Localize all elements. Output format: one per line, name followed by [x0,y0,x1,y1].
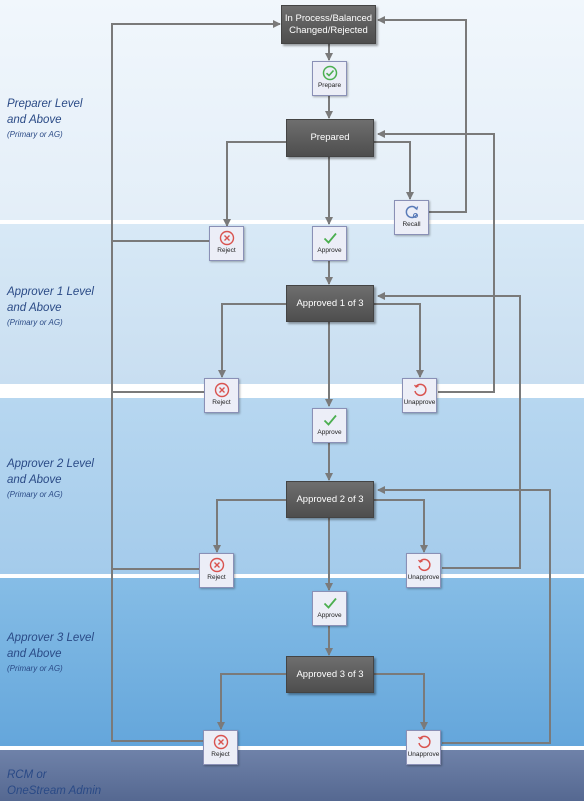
check-icon [323,232,337,244]
band-title: Approver 2 Level and Above [7,458,94,486]
connector [217,673,286,730]
reject-icon [219,230,234,246]
band-label-approver3: Approver 3 Level and Above (Primary or A… [7,630,94,673]
action-label: Prepare [317,82,342,89]
connector [218,303,286,378]
state-prepared: Prepared [286,119,374,157]
band-label-preparer: Preparer Level and Above (Primary or AG) [7,96,82,139]
connector [213,499,286,553]
band-title: Approver 1 Level and Above [7,286,94,314]
action-label: Recall [402,221,421,228]
unapprove-action-approver1[interactable]: Unapprove [402,378,437,413]
band-subtitle: (Primary or AG) [7,664,63,673]
band-title: Preparer Level and Above [7,98,83,126]
reject-icon [213,734,228,750]
connector [372,499,428,553]
recall-action[interactable]: Recall [394,200,429,235]
band-subtitle: (Primary or AG) [7,130,63,139]
unapprove-icon [413,383,427,397]
state-approved-2-of-3: Approved 2 of 3 [286,481,374,518]
reject-action-approver3[interactable]: Reject [203,730,238,765]
unapprove-icon [417,558,431,572]
reject-icon [214,382,229,398]
recall-icon [405,205,418,219]
band-title: Approver 3 Level and Above [7,632,94,660]
state-approved-3-of-3: Approved 3 of 3 [286,656,374,693]
reject-action-approver1[interactable]: Reject [204,378,239,413]
check-circle-icon [322,65,337,81]
connector [111,20,281,742]
connector [377,292,521,569]
band-label-approver1: Approver 1 Level and Above (Primary or A… [7,284,94,327]
approve-action-2[interactable]: Approve [312,408,347,443]
action-label: Approve [317,429,342,436]
action-label: Unapprove [407,574,440,581]
band-title: RCM or OneStream Admin [7,769,102,797]
band-subtitle: (Primary or AG) [7,490,63,499]
connector [377,16,467,213]
action-label: Reject [212,399,231,406]
connector [372,141,414,200]
action-label: Reject [217,247,236,254]
band-label-admin: RCM or OneStream Admin [7,767,101,799]
reject-action-preparer[interactable]: Reject [209,226,244,261]
band-label-approver2: Approver 2 Level and Above (Primary or A… [7,456,94,499]
connector [372,673,428,730]
unapprove-icon [417,735,431,749]
state-in-process: In Process/Balanced Changed/Rejected [281,5,376,44]
check-icon [323,414,337,426]
band-admin [0,750,584,801]
connector [372,303,424,378]
reject-action-approver2[interactable]: Reject [199,553,234,588]
action-label: Approve [317,247,342,254]
check-icon [323,597,337,609]
state-approved-1-of-3: Approved 1 of 3 [286,285,374,322]
action-label: Unapprove [403,399,436,406]
band-subtitle: (Primary or AG) [7,318,63,327]
connector [377,486,551,744]
action-label: Reject [211,751,230,758]
unapprove-action-approver3[interactable]: Unapprove [406,730,441,765]
prepare-action[interactable]: Prepare [312,61,347,96]
unapprove-action-approver2[interactable]: Unapprove [406,553,441,588]
reject-icon [209,557,224,573]
connector [377,130,495,393]
action-label: Reject [207,574,226,581]
approve-action-3[interactable]: Approve [312,591,347,626]
action-label: Approve [317,612,342,619]
action-label: Unapprove [407,751,440,758]
approve-action-1[interactable]: Approve [312,226,347,261]
connector [223,141,286,227]
